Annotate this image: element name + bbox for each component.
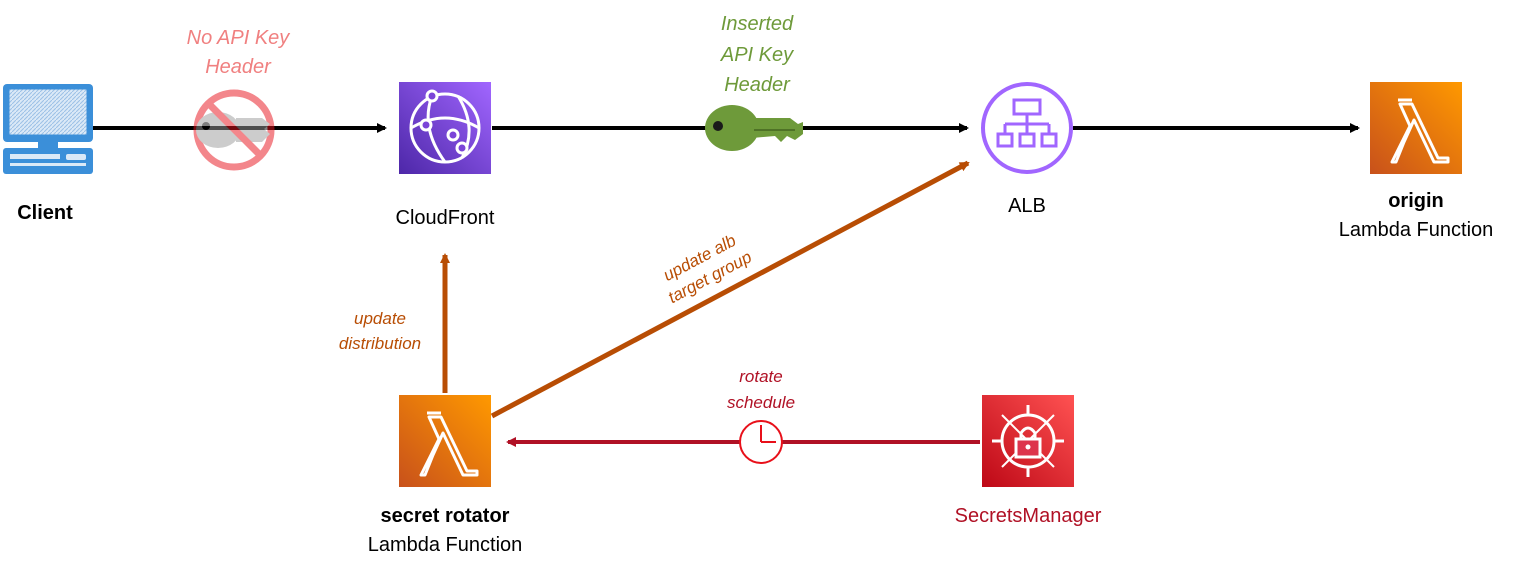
rotate-schedule-annotation-line2: schedule: [727, 393, 795, 412]
alb-label: ALB: [1008, 195, 1046, 217]
flow-rotator-alb: [490, 160, 970, 419]
rotator-label: Lambda Function: [368, 534, 523, 556]
update-alb-annotation: update alb target group: [660, 231, 755, 307]
update-distribution-annotation-line1: update: [354, 309, 406, 328]
lambda-icon: [399, 395, 491, 487]
inserted-key-annotation-line2: API Key: [720, 44, 794, 66]
secrets-label: SecretsManager: [955, 505, 1102, 527]
rotator-label-bold: secret rotator: [381, 505, 510, 527]
no-key-icon: [193, 89, 275, 171]
cloudfront-icon: [399, 82, 491, 174]
client-label: Client: [17, 202, 73, 224]
desktop-computer-icon: [3, 84, 93, 174]
cloudfront-label: CloudFront: [396, 207, 495, 229]
key-icon: [705, 105, 803, 151]
secrets-manager-icon: [982, 395, 1074, 487]
inserted-key-annotation-line3: Header: [724, 74, 791, 96]
clock-icon: [739, 420, 783, 464]
update-distribution-annotation-line2: distribution: [339, 334, 421, 353]
no-key-annotation-line2: Header: [205, 56, 272, 78]
inserted-key-annotation-line1: Inserted: [721, 13, 794, 35]
rotate-schedule-annotation-line1: rotate: [739, 367, 782, 386]
no-key-annotation-line1: No API Key: [187, 27, 291, 49]
origin-label: Lambda Function: [1339, 219, 1494, 241]
origin-label-bold: origin: [1388, 190, 1444, 212]
lambda-icon: [1370, 82, 1462, 174]
load-balancer-icon: [981, 82, 1073, 174]
